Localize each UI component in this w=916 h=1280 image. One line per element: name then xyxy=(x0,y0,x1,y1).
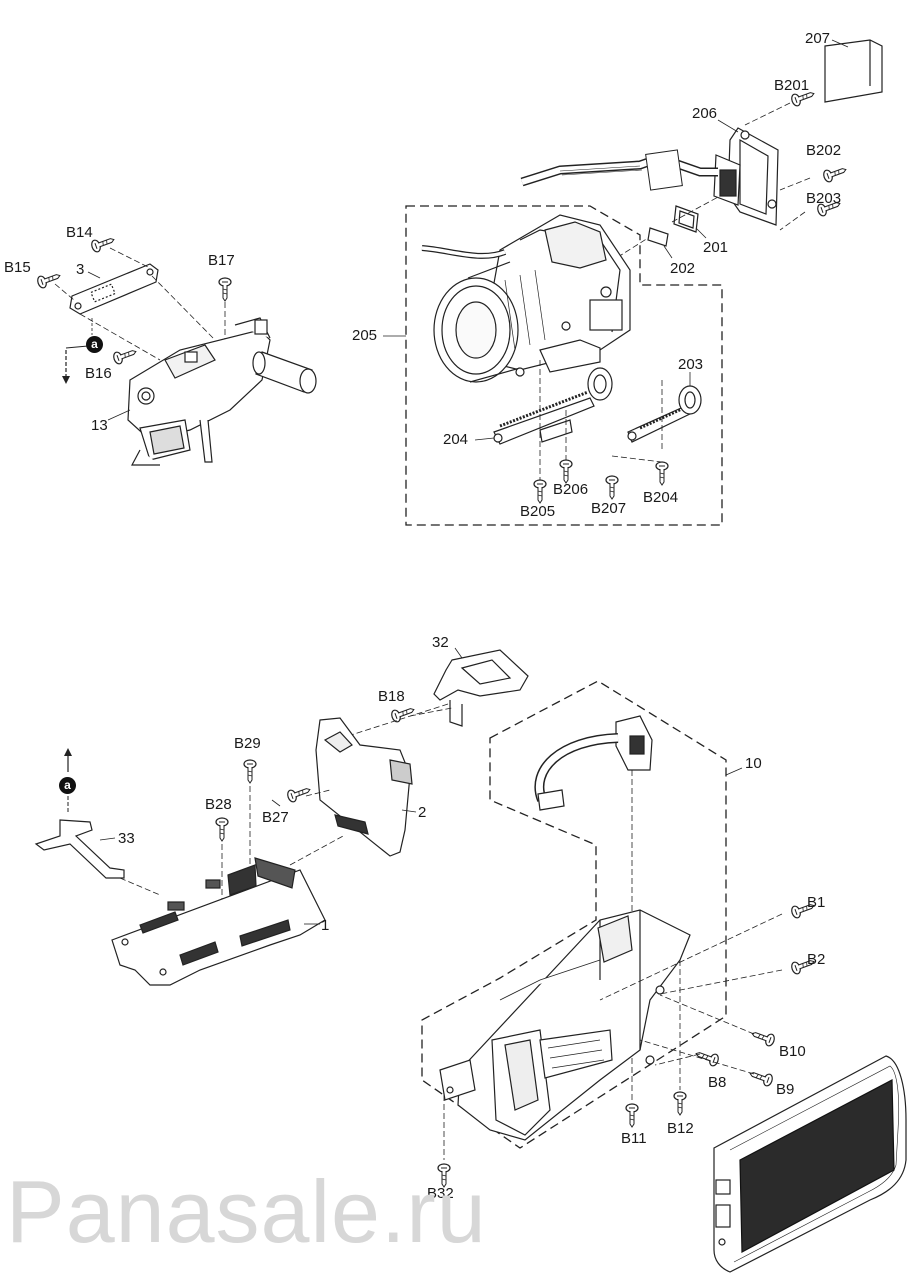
part-3-plate xyxy=(69,263,159,315)
label-b32: B32 xyxy=(427,1185,454,1202)
side-cover-panel xyxy=(713,1055,907,1273)
label-b17: B17 xyxy=(208,252,235,269)
marker-a-top: a xyxy=(86,336,103,353)
label-b204: B204 xyxy=(643,489,679,506)
label-204: 204 xyxy=(443,431,469,448)
label-207: 207 xyxy=(805,30,831,47)
label-b11: B11 xyxy=(621,1130,647,1147)
screw-b11 xyxy=(625,1103,639,1128)
label-b2: B2 xyxy=(807,951,826,968)
screw-b18 xyxy=(389,703,417,724)
part-204-focus-motor xyxy=(493,367,613,445)
label-2: 2 xyxy=(418,804,427,821)
part-202-rubber xyxy=(647,227,669,247)
label-13: 13 xyxy=(91,417,108,434)
outline-10 xyxy=(421,680,727,1149)
label-b9: B9 xyxy=(776,1081,795,1098)
screw-b207 xyxy=(605,475,619,500)
marker-a-bottom: a xyxy=(59,777,76,794)
screw-b14 xyxy=(89,233,117,254)
label-3: 3 xyxy=(76,261,85,278)
screw-b202 xyxy=(821,163,849,184)
watermark-text: Panasale.ru xyxy=(6,1162,487,1261)
label-b205: B205 xyxy=(520,503,556,520)
part-10-frame xyxy=(439,909,691,1141)
screw-b10 xyxy=(749,1027,777,1048)
part-33-flex-cable xyxy=(34,819,125,879)
label-202: 202 xyxy=(670,260,696,277)
label-205: 205 xyxy=(352,327,378,344)
part-10-connector-harness xyxy=(534,715,653,811)
label-b8: B8 xyxy=(708,1074,727,1091)
label-b16: B16 xyxy=(85,365,112,382)
screw-b27 xyxy=(285,783,313,804)
part-201-filter xyxy=(673,205,699,233)
label-b10: B10 xyxy=(779,1043,806,1060)
screw-b206 xyxy=(559,459,573,484)
label-b1: B1 xyxy=(807,894,826,911)
label-b207: B207 xyxy=(591,500,627,517)
part-32-bracket xyxy=(433,649,529,727)
screw-b16 xyxy=(111,345,139,366)
label-b203: B203 xyxy=(806,190,842,207)
label-b18: B18 xyxy=(378,688,405,705)
screw-b9 xyxy=(747,1067,775,1088)
screw-b204 xyxy=(655,461,669,486)
screw-b29 xyxy=(243,759,257,784)
part-13-bracket xyxy=(127,317,271,466)
label-b201: B201 xyxy=(774,77,810,94)
screw-b205 xyxy=(533,479,547,504)
screw-b12 xyxy=(673,1091,687,1116)
label-201: 201 xyxy=(703,239,729,256)
part-1-main-board xyxy=(111,857,326,986)
label-b15: B15 xyxy=(4,259,31,276)
lens-assembly xyxy=(433,214,631,383)
part-13-microphone xyxy=(252,351,317,394)
label-b206: B206 xyxy=(553,481,589,498)
label-10: 10 xyxy=(745,755,762,772)
label-33: 33 xyxy=(118,830,135,847)
screw-b17 xyxy=(218,277,232,302)
label-b202: B202 xyxy=(806,142,842,159)
label-203: 203 xyxy=(678,356,704,373)
part-203-zoom-motor xyxy=(627,385,702,443)
label-206: 206 xyxy=(692,105,718,122)
label-32: 32 xyxy=(432,634,449,651)
part-207-sheet xyxy=(824,39,883,103)
part-206-ccd-plate xyxy=(713,127,779,226)
label-1: 1 xyxy=(321,917,330,934)
part-2-board xyxy=(315,717,413,857)
label-b14: B14 xyxy=(66,224,93,241)
screw-b28 xyxy=(215,817,229,842)
label-b27: B27 xyxy=(262,809,289,826)
label-b29: B29 xyxy=(234,735,261,752)
label-b12: B12 xyxy=(667,1120,694,1137)
label-b28: B28 xyxy=(205,796,232,813)
